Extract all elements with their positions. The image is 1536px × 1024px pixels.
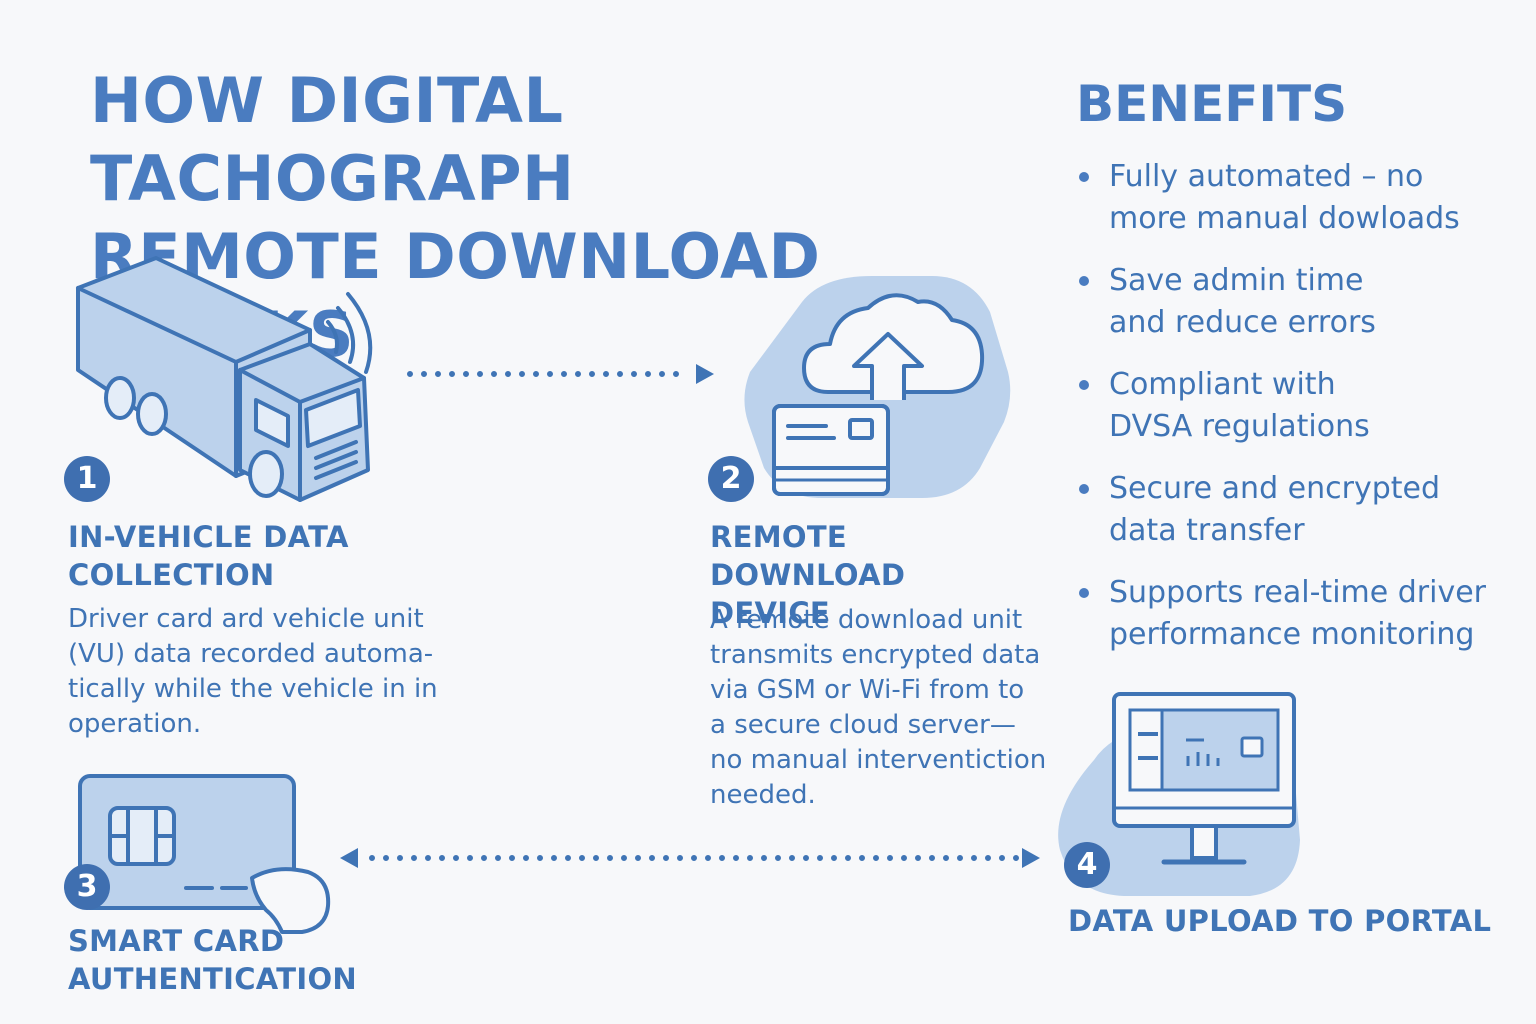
bullet-icon [1079, 588, 1089, 598]
title-line-1: HOW DIGITAL TACHOGRAPH [90, 64, 575, 215]
step-3-badge: 3 [64, 864, 110, 910]
monitor-icon [1058, 692, 1300, 896]
step-1-heading: IN-VEHICLE DATA COLLECTION [68, 520, 349, 592]
step-2-description: A remote download unit transmits encrypt… [710, 605, 1047, 810]
bullet-icon [1079, 172, 1089, 182]
step-4-badge: 4 [1064, 842, 1110, 888]
step-4-heading: DATA UPLOAD TO PORTAL [1068, 904, 1492, 938]
step-1-description: Driver card ard vehicle unit (VU) data r… [68, 604, 438, 739]
bullet-icon [1079, 380, 1089, 390]
step-1-badge: 1 [64, 456, 110, 502]
arrow-step3-to-step4 [340, 848, 1040, 868]
step-2-badge: 2 [708, 456, 754, 502]
bullet-icon [1079, 484, 1089, 494]
bullet-icon [1079, 276, 1089, 286]
arrow-step1-to-step2 [407, 364, 714, 384]
benefits-heading: BENEFITS [1076, 75, 1348, 133]
cloud-upload-icon [744, 276, 1011, 498]
step-3-heading: SMART CARD AUTHENTICATION [68, 924, 357, 996]
truck-icon [76, 256, 373, 502]
step-2-heading: REMOTE DOWNLOAD DEVICE [710, 520, 906, 630]
smart-card-icon [78, 774, 331, 934]
